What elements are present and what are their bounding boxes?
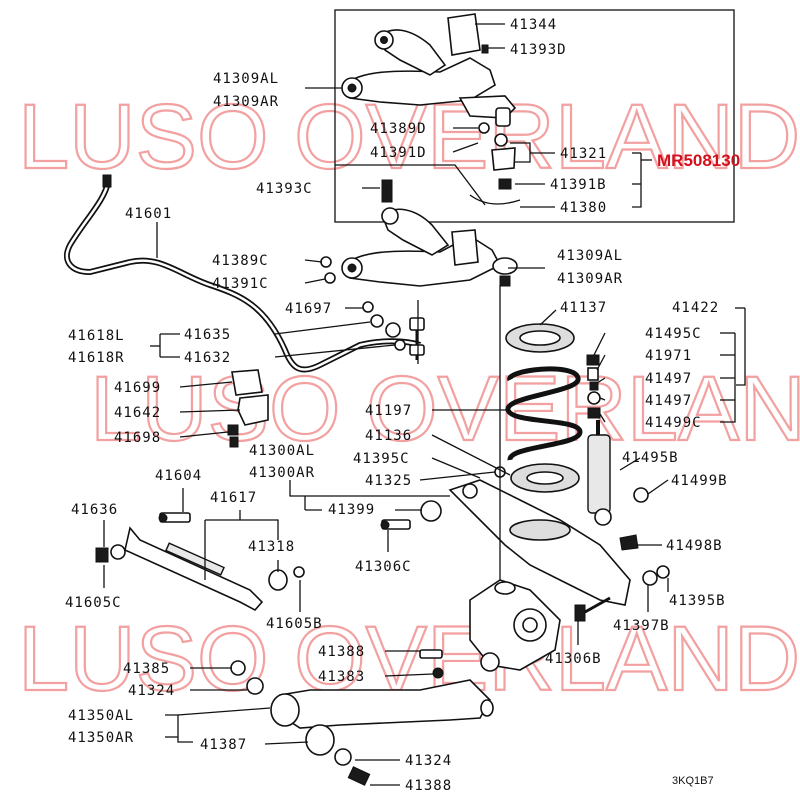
label-41499C: 41499C bbox=[645, 415, 702, 431]
label-41393D: 41393D bbox=[510, 42, 567, 58]
label-41300AR: 41300AR bbox=[249, 465, 315, 481]
leader-lines bbox=[103, 23, 746, 786]
stabilizer-bracket-drawing bbox=[227, 369, 269, 448]
label-41388-a: 41388 bbox=[318, 644, 365, 660]
label-41344: 41344 bbox=[510, 17, 557, 33]
label-41395C: 41395C bbox=[353, 451, 410, 467]
label-41604: 41604 bbox=[155, 468, 202, 484]
label-41699: 41699 bbox=[114, 380, 161, 396]
part-labels: 41344 41393D 41309AL 41309AR 41389D 4139… bbox=[65, 17, 740, 794]
label-41391D: 41391D bbox=[370, 145, 427, 161]
label-41499B: 41499B bbox=[671, 473, 728, 489]
label-41395B: 41395B bbox=[669, 593, 726, 609]
label-41389D: 41389D bbox=[370, 121, 427, 137]
label-41350AR: 41350AR bbox=[68, 730, 134, 746]
label-41389C: 41389C bbox=[212, 253, 269, 269]
coil-spring-drawing bbox=[505, 323, 583, 493]
label-41393C: 41393C bbox=[256, 181, 313, 197]
label-41618R: 41618R bbox=[68, 350, 125, 366]
label-41618L: 41618L bbox=[68, 328, 125, 344]
label-41497-b: 41497 bbox=[645, 393, 692, 409]
label-41309AL-mid: 41309AL bbox=[557, 248, 623, 264]
label-41391C: 41391C bbox=[212, 276, 269, 292]
label-41697: 41697 bbox=[285, 301, 332, 317]
label-41300AL: 41300AL bbox=[249, 443, 315, 459]
label-41383: 41383 bbox=[318, 669, 365, 685]
label-41605C: 41605C bbox=[65, 595, 122, 611]
label-41391B: 41391B bbox=[550, 177, 607, 193]
label-41601: 41601 bbox=[125, 206, 172, 222]
label-41698: 41698 bbox=[114, 430, 161, 446]
upper-arm-mid-drawing bbox=[320, 179, 518, 287]
label-41321: 41321 bbox=[560, 146, 607, 162]
lateral-rod-drawing bbox=[95, 512, 305, 612]
reference-code: 3KQ1B7 bbox=[672, 775, 714, 787]
label-41309AR-mid: 41309AR bbox=[557, 271, 623, 287]
knuckle-drawing bbox=[469, 579, 611, 671]
label-41495C: 41495C bbox=[645, 326, 702, 342]
highlight-part-number: MR508130 bbox=[657, 151, 740, 170]
label-41324-b: 41324 bbox=[405, 753, 452, 769]
label-41422: 41422 bbox=[672, 300, 719, 316]
label-41495B: 41495B bbox=[622, 450, 679, 466]
label-41388-b: 41388 bbox=[405, 778, 452, 794]
upper-arm-top-drawing bbox=[341, 13, 521, 205]
label-41197: 41197 bbox=[365, 403, 412, 419]
shock-absorber-drawing bbox=[586, 354, 670, 586]
label-41632: 41632 bbox=[184, 350, 231, 366]
label-41380: 41380 bbox=[560, 200, 607, 216]
label-41617: 41617 bbox=[210, 490, 257, 506]
label-41605B: 41605B bbox=[266, 616, 323, 632]
label-41306B: 41306B bbox=[545, 651, 602, 667]
label-41497-a: 41497 bbox=[645, 371, 692, 387]
label-41309AL-top: 41309AL bbox=[213, 71, 279, 87]
label-41318: 41318 bbox=[248, 539, 295, 555]
label-41635: 41635 bbox=[184, 327, 231, 343]
label-41136: 41136 bbox=[365, 428, 412, 444]
trailing-arm-drawing bbox=[230, 649, 500, 786]
label-41306C: 41306C bbox=[355, 559, 412, 575]
label-41309AR-top: 41309AR bbox=[213, 94, 279, 110]
stabilizer-bar-drawing bbox=[63, 174, 425, 373]
label-41642: 41642 bbox=[114, 405, 161, 421]
label-41397B: 41397B bbox=[613, 618, 670, 634]
kit-frame bbox=[334, 9, 735, 223]
label-41325: 41325 bbox=[365, 473, 412, 489]
label-41137: 41137 bbox=[560, 300, 607, 316]
label-41636: 41636 bbox=[71, 502, 118, 518]
label-41399: 41399 bbox=[328, 502, 375, 518]
watermark-middle: LUSO OVERLAND bbox=[90, 358, 800, 460]
label-41498B: 41498B bbox=[666, 538, 723, 554]
label-41350AL: 41350AL bbox=[68, 708, 134, 724]
label-41387: 41387 bbox=[200, 737, 247, 753]
label-41385: 41385 bbox=[123, 661, 170, 677]
label-41324-a: 41324 bbox=[128, 683, 175, 699]
label-41971: 41971 bbox=[645, 348, 692, 364]
